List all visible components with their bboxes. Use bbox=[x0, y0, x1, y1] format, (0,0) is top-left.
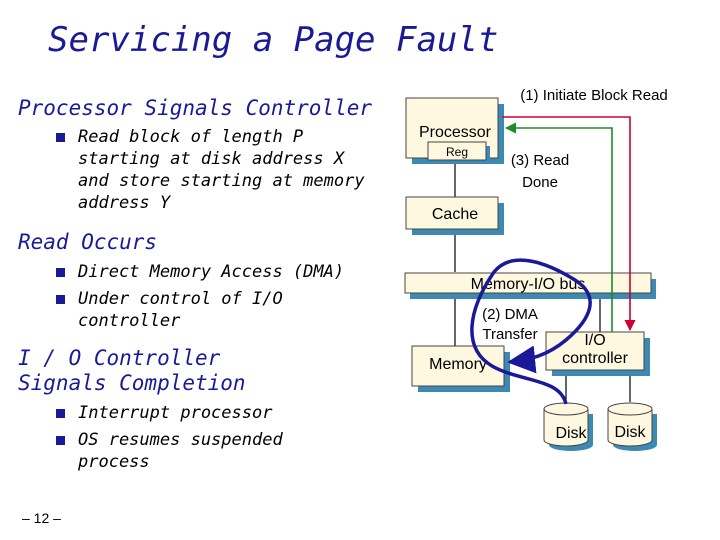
bullet-marker bbox=[56, 409, 65, 418]
bullet-io-control: Under control of I/O controller bbox=[56, 288, 298, 332]
io-controller-label-line1: I/O bbox=[584, 332, 605, 349]
bullet-marker bbox=[56, 295, 65, 304]
io-controller-label-line2: controller bbox=[562, 350, 628, 367]
dma-transfer-arrow bbox=[470, 258, 592, 405]
processor-label: Processor bbox=[419, 124, 492, 141]
reg-box bbox=[427, 141, 487, 161]
page-number: – 12 – bbox=[22, 510, 61, 526]
dma-label-line2: Transfer bbox=[482, 326, 537, 343]
section-heading-processor-signals: Processor Signals Controller bbox=[18, 96, 373, 120]
section-heading-io-signals: I / O Controller Signals Completion bbox=[18, 346, 246, 395]
bullet-marker bbox=[56, 436, 65, 445]
bullet-marker bbox=[56, 268, 65, 277]
initiate-read-arrow bbox=[502, 116, 636, 332]
bullet-text: Interrupt processor bbox=[78, 403, 273, 423]
bullet-text: Direct Memory Access (DMA) bbox=[78, 262, 345, 282]
disk-1-label: Disk bbox=[555, 425, 587, 442]
read-done-arrow bbox=[504, 122, 613, 332]
bullet-read-block: Read block of length P starting at disk … bbox=[56, 126, 373, 214]
bus-label: Memory-I/O bus bbox=[471, 276, 586, 293]
disk-1 bbox=[543, 402, 593, 451]
cache-box bbox=[405, 196, 499, 230]
slide-title: Servicing a Page Fault bbox=[48, 20, 499, 60]
disk-2 bbox=[607, 402, 657, 451]
bullet-interrupt: Interrupt processor bbox=[56, 402, 338, 424]
bullet-text: OS resumes suspended process bbox=[78, 430, 283, 472]
section-heading-read-occurs: Read Occurs bbox=[18, 230, 158, 254]
bullet-dma: Direct Memory Access (DMA) bbox=[56, 261, 378, 283]
bullet-text: Read block of length P starting at disk … bbox=[78, 127, 365, 213]
memory-label: Memory bbox=[429, 356, 487, 373]
bus-bar bbox=[404, 272, 652, 294]
bullet-text: Under control of I/O controller bbox=[78, 289, 283, 331]
read-done-label-line1: (3) Read bbox=[511, 152, 569, 169]
dma-label-line1: (2) DMA bbox=[482, 306, 538, 323]
reg-label: Reg bbox=[446, 145, 468, 159]
initiate-read-label: (1) Initiate Block Read bbox=[520, 87, 668, 104]
bullet-os-resumes: OS resumes suspended process bbox=[56, 429, 318, 473]
io-controller-box bbox=[545, 331, 645, 371]
memory-box bbox=[411, 345, 505, 387]
bullet-marker bbox=[56, 133, 65, 142]
cache-label: Cache bbox=[432, 206, 478, 223]
read-done-label-line2: Done bbox=[522, 174, 558, 191]
disk-2-label: Disk bbox=[614, 424, 646, 441]
